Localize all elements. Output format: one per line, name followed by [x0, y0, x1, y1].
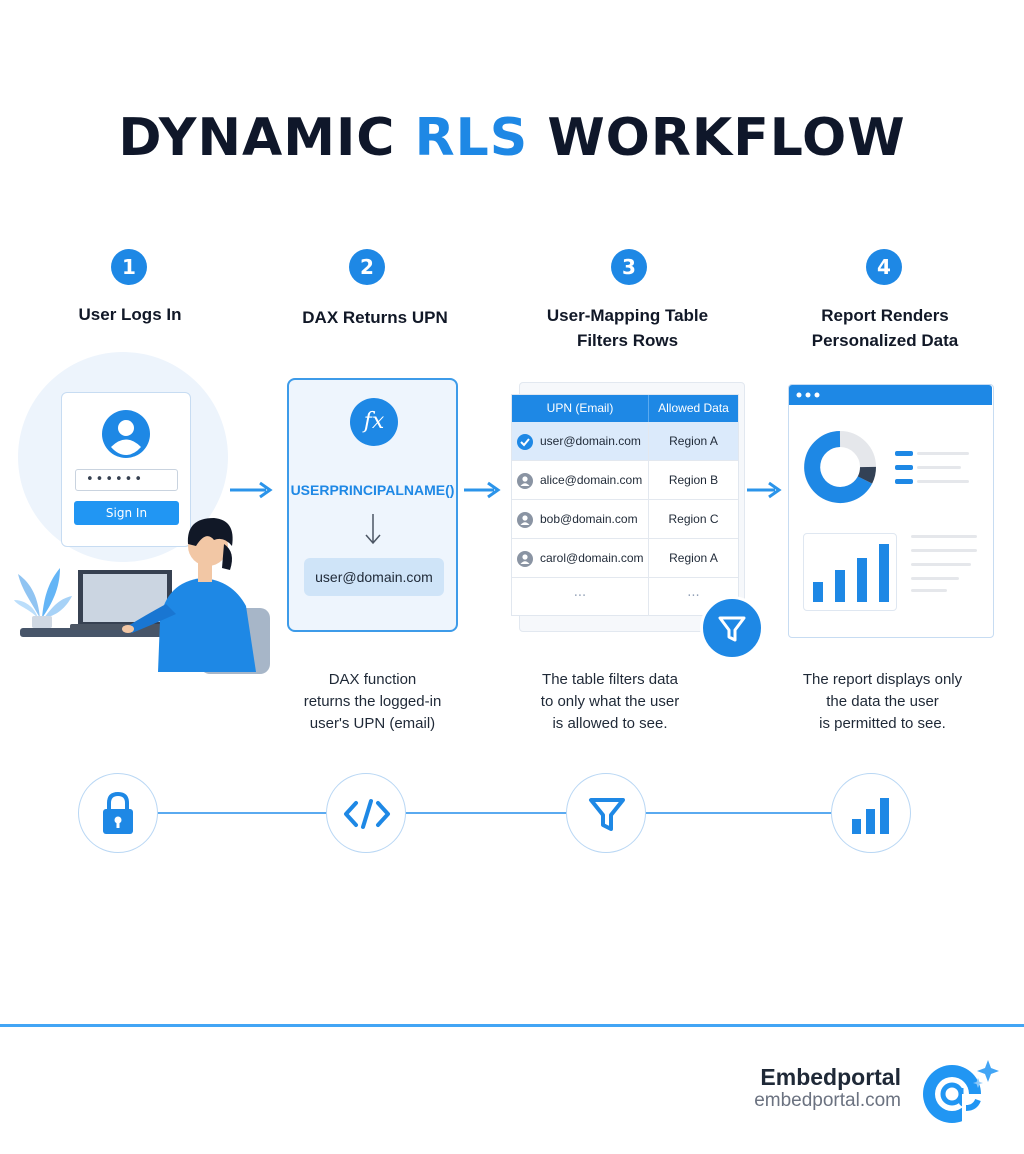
bar-chart-icon — [852, 798, 889, 834]
title-accent: RLS — [414, 108, 529, 168]
code-icon — [344, 799, 390, 829]
filter-icon — [589, 798, 625, 831]
row-region: Region B — [648, 461, 738, 500]
row-upn: alice@domain.com — [540, 473, 643, 487]
text-lines-icon — [911, 535, 977, 592]
fx-icon: fx — [350, 398, 398, 446]
desc-line: DAX function — [328, 671, 417, 688]
more-ellipsis: ... — [573, 585, 587, 600]
page-title: DYNAMIC RLS WORKFLOW — [0, 108, 1024, 168]
brand-url[interactable]: embedportal.com — [754, 1090, 901, 1111]
brand-logo-icon — [923, 1060, 999, 1124]
more-ellipsis: ... — [648, 578, 738, 616]
table-row: alice@domain.com Region B — [512, 461, 738, 500]
lock-circle — [78, 773, 158, 853]
report-titlebar — [789, 385, 992, 405]
bar-chart-icon — [813, 544, 889, 602]
header-allowed-data: Allowed Data — [648, 395, 738, 422]
brand-name: Embedportal — [760, 1064, 901, 1090]
desc-line: The report displays only — [802, 671, 963, 688]
desc-line: to only what the user — [540, 693, 680, 710]
step-4-number: 4 — [866, 249, 902, 285]
filter-circle — [566, 773, 646, 853]
title-part2: WORKFLOW — [528, 108, 906, 168]
arrow-right-icon — [464, 481, 501, 499]
step-4-description: The report displays only the data the us… — [775, 669, 990, 735]
step-3-description: The table filters data to only what the … — [505, 669, 715, 735]
table-more-rows: ... ... — [512, 578, 738, 616]
row-region: Region C — [648, 500, 738, 539]
bar-chart-card — [803, 533, 897, 611]
report-window — [788, 384, 994, 638]
step-4-title-line1: Report Renders — [821, 306, 949, 325]
row-region: Region A — [648, 422, 738, 461]
window-dots-icon — [796, 392, 820, 398]
desc-line: returns the logged-in — [303, 693, 442, 710]
step-3-title: User-Mapping Table Filters Rows — [520, 303, 735, 353]
login-card: •••••• Sign In — [61, 392, 191, 547]
row-upn: carol@domain.com — [540, 551, 644, 565]
row-region: Region A — [648, 539, 738, 578]
step-3-title-line1: User-Mapping Table — [546, 306, 709, 325]
title-part1: DYNAMIC — [118, 108, 415, 168]
user-avatar-icon — [102, 410, 150, 458]
lock-icon — [103, 791, 133, 834]
step-3-title-line2: Filters Rows — [576, 331, 679, 350]
person-at-laptop-illustration — [14, 518, 270, 674]
footer-divider — [0, 1024, 1024, 1027]
step-1-number: 1 — [111, 249, 147, 285]
filter-icon — [718, 616, 746, 642]
timeline-line — [118, 812, 870, 814]
desc-line: The table filters data — [542, 671, 678, 688]
upn-result: user@domain.com — [304, 558, 444, 596]
arrow-down-icon — [365, 514, 381, 545]
sign-in-button[interactable]: Sign In — [74, 501, 179, 525]
desc-line: user's UPN (email) — [309, 715, 436, 732]
user-mapping-table: UPN (Email) Allowed Data user@domain.com… — [511, 394, 739, 616]
step-4-title: Report Renders Personalized Data — [780, 303, 990, 353]
arrow-right-icon — [747, 481, 782, 499]
desc-line: the data the user — [826, 693, 939, 710]
desc-line: is allowed to see. — [552, 715, 668, 732]
user-icon — [517, 512, 533, 528]
dax-card: fx USERPRINCIPALNAME() user@domain.com — [287, 378, 458, 632]
step-2-title: DAX Returns UPN — [302, 308, 448, 327]
step-2-number: 2 — [349, 249, 385, 285]
step-1-title: User Logs In — [78, 305, 182, 324]
donut-chart-icon — [804, 431, 969, 503]
chart-circle — [831, 773, 911, 853]
user-icon — [517, 473, 533, 489]
header-upn: UPN (Email) — [546, 401, 614, 415]
table-row: user@domain.com Region A — [512, 422, 738, 461]
user-icon — [517, 551, 533, 567]
plant-icon — [14, 568, 72, 628]
step-4-title-line2: Personalized Data — [811, 331, 959, 350]
row-upn: user@domain.com — [540, 434, 641, 448]
table-row: carol@domain.com Region A — [512, 539, 738, 578]
filter-badge — [700, 596, 764, 660]
step-2-description: DAX function returns the logged-in user'… — [270, 669, 475, 735]
check-circle-icon — [517, 434, 533, 450]
desc-line: is permitted to see. — [819, 715, 946, 732]
arrow-right-icon — [230, 481, 273, 499]
dax-function: USERPRINCIPALNAME() — [290, 482, 455, 498]
table-header: UPN (Email) Allowed Data — [512, 395, 738, 422]
password-field[interactable]: •••••• — [75, 469, 178, 491]
code-circle — [326, 773, 406, 853]
row-upn: bob@domain.com — [540, 512, 638, 526]
step-3-number: 3 — [611, 249, 647, 285]
table-row: bob@domain.com Region C — [512, 500, 738, 539]
